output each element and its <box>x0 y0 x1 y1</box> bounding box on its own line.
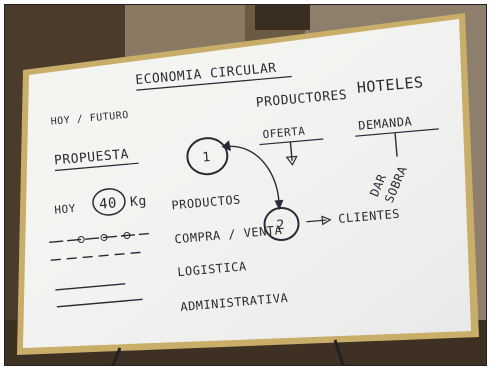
board-shading <box>23 19 471 348</box>
note-hoy: HOY <box>54 202 76 217</box>
demanda-arrow-line <box>394 132 398 157</box>
arrow-head-left <box>221 140 231 152</box>
sketch-node-3 <box>123 231 131 239</box>
circle-one-label: 1 <box>202 150 212 166</box>
list-item-logistica: LOGISTICA <box>177 259 248 279</box>
note-propuesta: PROPUESTA <box>54 147 130 168</box>
propuesta-underline <box>54 162 139 172</box>
stand-leg-left <box>111 347 122 365</box>
note-demanda: DEMANDA <box>358 114 413 133</box>
amount-circle <box>92 188 126 216</box>
sketch-line-3 <box>55 283 126 291</box>
whiteboard-photo: ECONOMIA CIRCULAR HOY / FUTURO PROPUESTA… <box>5 5 486 365</box>
note-unit: Kg <box>129 194 147 210</box>
note-oferta: OFERTA <box>262 125 306 142</box>
arrow-head-down <box>274 199 284 211</box>
clientes-arrow-line <box>306 219 327 223</box>
oferta-arrow-line <box>289 141 293 161</box>
oferta-arrow-head <box>285 155 298 166</box>
note-clientes: CLIENTES <box>338 207 401 226</box>
photo-frame: ECONOMIA CIRCULAR HOY / FUTURO PROPUESTA… <box>4 4 487 366</box>
arrow-curve <box>226 145 280 207</box>
heading-hoteles: HOTELES <box>356 73 424 97</box>
circle-one <box>186 137 229 176</box>
note-amount: 40 <box>98 195 117 212</box>
sketch-node-2 <box>100 233 108 241</box>
sketch-line-4 <box>56 298 143 308</box>
dark-object-top <box>255 5 310 30</box>
oferta-underline <box>259 138 324 146</box>
circle-two-label: 2 <box>276 218 286 234</box>
sketch-node-1 <box>77 235 85 243</box>
clientes-arrow-head <box>321 215 332 226</box>
demanda-underline <box>355 128 439 137</box>
title-underline <box>136 75 292 91</box>
list-item-productos: PRODUCTOS <box>171 192 241 212</box>
sketch-line-1 <box>49 232 149 243</box>
stand-leg-right <box>333 339 345 365</box>
